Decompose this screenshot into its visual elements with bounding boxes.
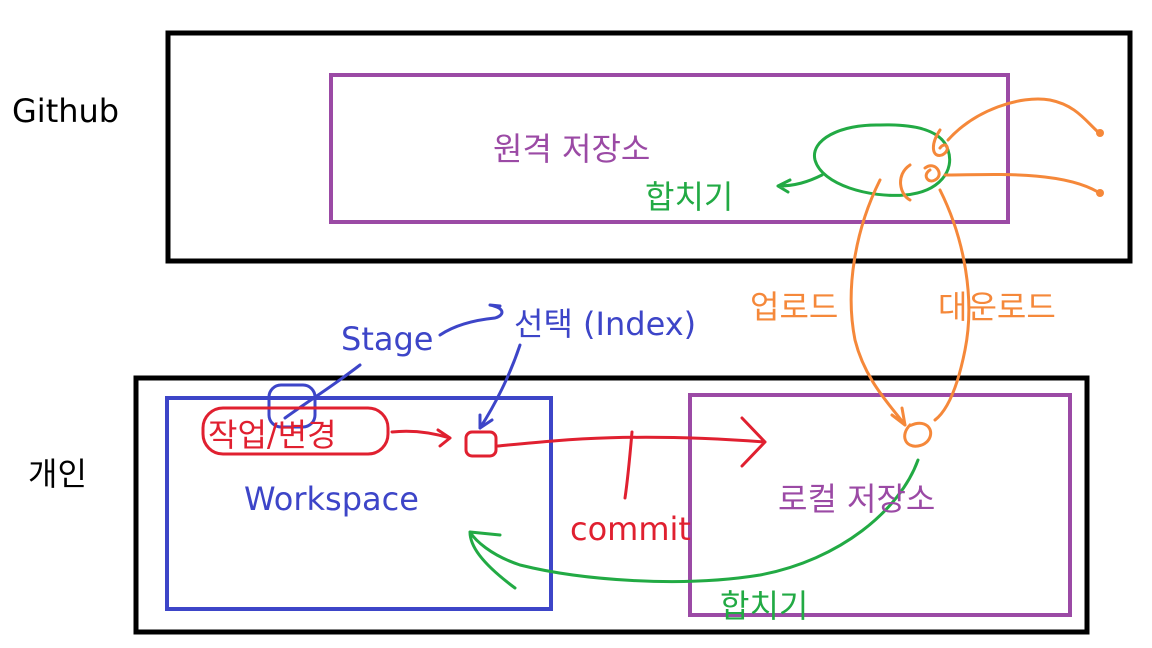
remote-repo-label: 원격 저장소 xyxy=(493,130,650,168)
merge-bottom-label: 합치기 xyxy=(720,587,808,625)
stage-label: Stage xyxy=(341,320,433,358)
work-change-pill xyxy=(201,406,390,456)
stage-pointer xyxy=(283,363,362,420)
download-label: 대운로드 xyxy=(938,288,1056,326)
commit-arrow xyxy=(496,416,767,468)
github-label: Github xyxy=(12,92,119,130)
local-squiggle xyxy=(903,421,933,448)
merge-bottom-arrow xyxy=(468,458,920,590)
commit-tick xyxy=(623,430,634,500)
stage-marker xyxy=(267,383,317,429)
github-box xyxy=(165,30,1133,264)
orange-squiggle-2 xyxy=(899,163,1100,202)
select-index-label: 선택 (Index) xyxy=(514,305,696,343)
merge-top-arrow xyxy=(776,173,824,194)
orange-dot-2 xyxy=(1096,189,1104,197)
work-to-index-arrow xyxy=(390,428,452,448)
index-box xyxy=(464,430,498,458)
upload-arrow xyxy=(849,178,907,427)
merge-top-loop xyxy=(813,123,952,197)
remote-repo-box xyxy=(329,73,1010,224)
workspace-box xyxy=(165,396,553,611)
merge-top-label: 합치기 xyxy=(645,178,733,216)
workspace-label: Workspace xyxy=(244,480,419,518)
personal-box xyxy=(133,375,1090,635)
upload-label: 업로드 xyxy=(750,288,838,326)
personal-label: 개인 xyxy=(28,455,87,493)
orange-squiggle-1 xyxy=(932,97,1100,157)
local-repo-label: 로컬 저장소 xyxy=(778,480,935,518)
work-change-label: 작업/변경 xyxy=(208,416,337,454)
download-arrow xyxy=(933,188,971,422)
index-pointer-arrow xyxy=(478,343,522,430)
commit-label: commit xyxy=(570,510,691,548)
stage-to-index-arrow xyxy=(438,303,504,337)
orange-dot-1 xyxy=(1096,129,1104,137)
